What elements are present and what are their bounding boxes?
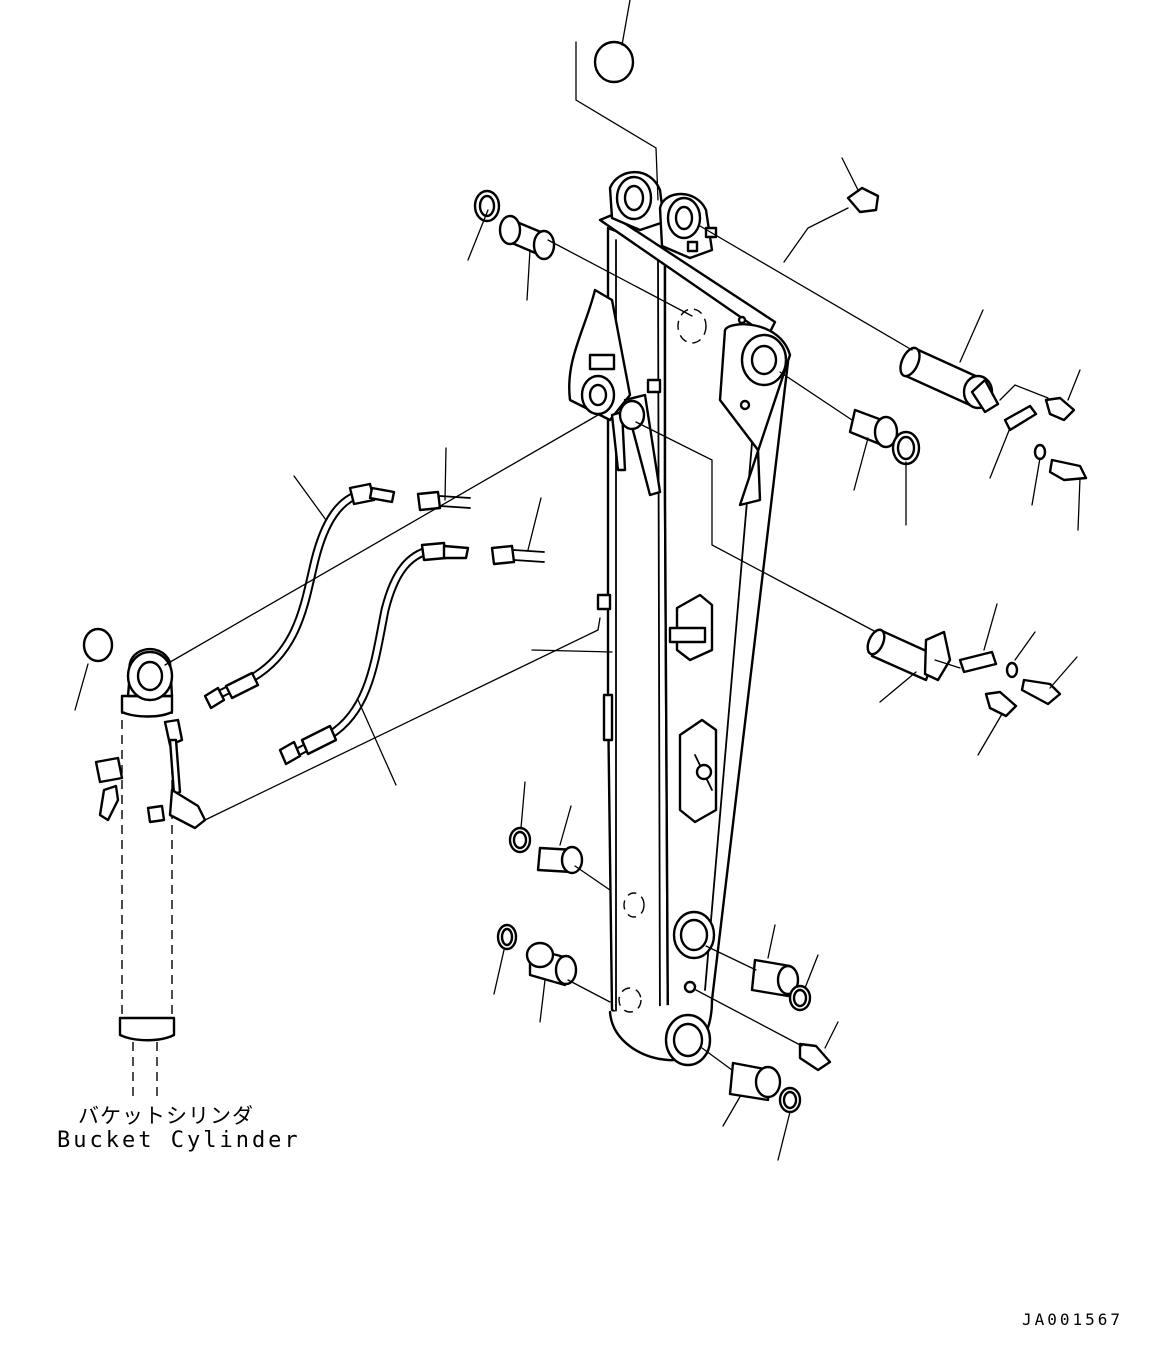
pin-upper (899, 346, 1000, 414)
small-parts (82, 40, 1088, 1114)
bucket-cylinder-label-jp: バケットシリンダ (78, 1104, 254, 1128)
arm-body (568, 171, 792, 1067)
leader-lines (74, 0, 1081, 1161)
pin-lower (866, 628, 952, 682)
hose-upper (203, 482, 396, 710)
bucket-cylinder-label-en: Bucket Cylinder (57, 1128, 301, 1153)
drawing-code: JA001567 (1022, 1310, 1124, 1329)
bucket-cylinder (94, 647, 207, 1100)
hose-lower (278, 541, 470, 766)
hose-fittings (416, 490, 545, 566)
